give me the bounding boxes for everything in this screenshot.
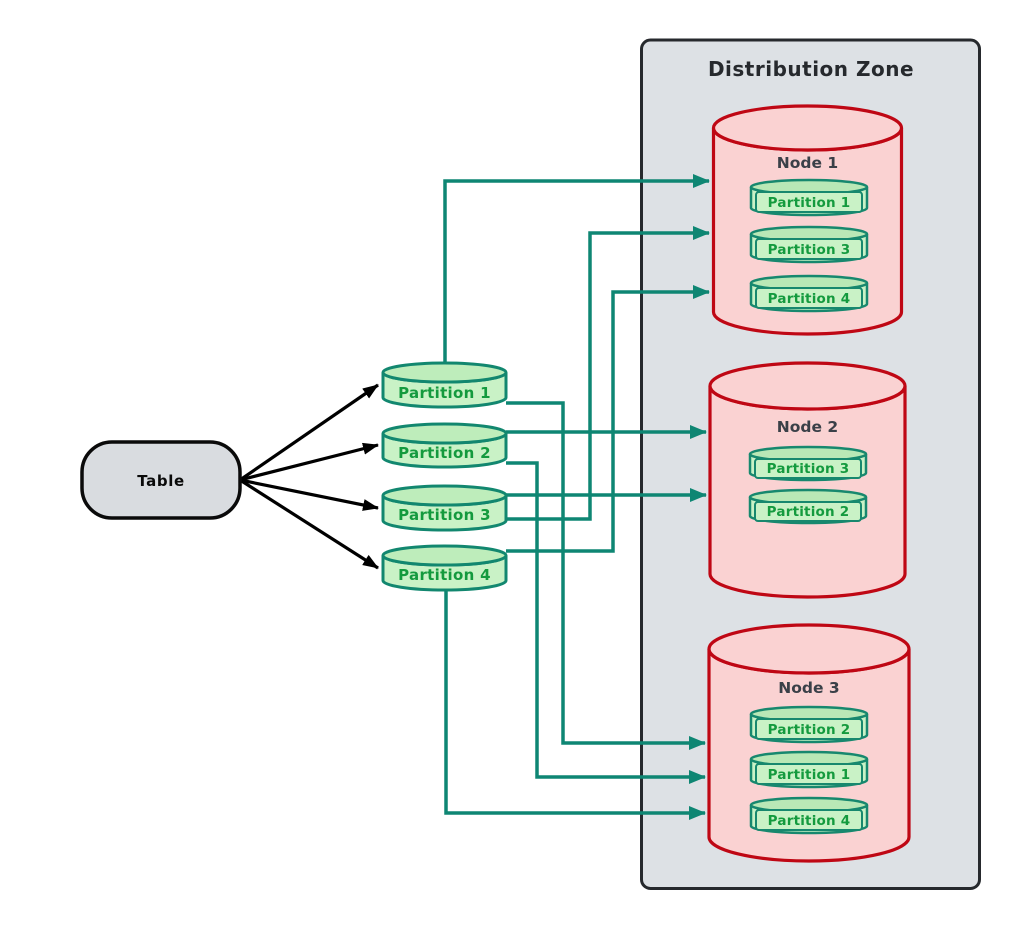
node-2: Node 2 Partition 3 Partition 2 xyxy=(708,361,907,599)
node-2-partition-replica-2: Partition 2 xyxy=(748,488,868,525)
node-2-label: Node 2 xyxy=(777,418,838,436)
edge-partition-4-node-3 xyxy=(444,590,706,820)
table-shape xyxy=(80,440,242,520)
node-3-replica-1-label: Partition 2 xyxy=(768,722,851,738)
edge-table-partition-1 xyxy=(239,383,379,482)
edge-table-partition-2 xyxy=(239,442,379,482)
edge-partition-1-node-1 xyxy=(443,174,710,364)
node-3-top xyxy=(707,623,911,675)
replica-label-box xyxy=(755,718,863,740)
replica-label-box xyxy=(755,287,863,309)
edge-partition-4-node-1 xyxy=(506,285,710,553)
edge-partition-2-node-3 xyxy=(506,461,706,784)
node-3-partition-replica-2: Partition 1 xyxy=(749,750,869,789)
partition-2-label: Partition 2 xyxy=(398,444,491,462)
node-3-partition-replica-1: Partition 2 xyxy=(749,705,869,744)
edge-table-partition-3 xyxy=(239,478,379,511)
node-1-top xyxy=(711,104,904,152)
node-1: Node 1 Partition 1 Partition 3 Partition… xyxy=(711,104,904,336)
table-label: Table xyxy=(137,472,184,490)
node-3-replica-2-label: Partition 1 xyxy=(768,767,851,783)
partition-3-label: Partition 3 xyxy=(398,506,491,524)
node-2-replica-1-label: Partition 3 xyxy=(767,461,850,477)
replica-label-box xyxy=(754,501,862,522)
edge-partition-3-node-1 xyxy=(506,226,710,521)
replica-label-box xyxy=(755,809,863,831)
table-node: Table xyxy=(80,440,242,520)
edge-table-partition-4 xyxy=(239,478,379,570)
edge-partition-1-node-3 xyxy=(506,401,706,750)
node-1-replica-2-label: Partition 3 xyxy=(768,242,851,258)
node-2-replica-2-label: Partition 2 xyxy=(767,504,850,520)
partition-to-node-edges xyxy=(443,174,710,820)
partition-cylinder-4: Partition 4 xyxy=(381,544,508,592)
table-to-partition-edges xyxy=(239,383,379,570)
partition-2-top xyxy=(381,422,508,445)
node-1-partition-replica-3: Partition 4 xyxy=(749,274,869,313)
partition-3-top xyxy=(381,484,508,507)
replica-label-box xyxy=(755,238,863,260)
partition-1-top xyxy=(381,361,508,384)
node-1-partition-replica-1: Partition 1 xyxy=(749,178,869,217)
partition-4-top xyxy=(381,544,508,567)
partition-cylinder-1: Partition 1 xyxy=(381,361,508,409)
node-3-partition-replica-3: Partition 4 xyxy=(749,796,869,835)
node-1-replica-1-label: Partition 1 xyxy=(768,195,851,211)
node-3: Node 3 Partition 2 Partition 1 Partition… xyxy=(707,623,911,863)
node-2-top xyxy=(708,361,907,411)
partition-cylinder-2: Partition 2 xyxy=(381,422,508,469)
node-1-partition-replica-2: Partition 3 xyxy=(749,225,869,264)
distribution-zone-title: Distribution Zone xyxy=(708,57,914,81)
replica-label-box xyxy=(754,458,862,479)
node-3-label: Node 3 xyxy=(778,679,839,697)
replica-label-box xyxy=(755,191,863,213)
node-3-replica-3-label: Partition 4 xyxy=(768,813,851,829)
node-2-partition-replica-1: Partition 3 xyxy=(748,445,868,482)
node-1-label: Node 1 xyxy=(777,154,838,172)
replica-label-box xyxy=(755,763,863,785)
partition-1-label: Partition 1 xyxy=(398,384,491,402)
node-1-replica-3-label: Partition 4 xyxy=(768,291,851,307)
partition-4-label: Partition 4 xyxy=(398,566,491,584)
partition-cylinder-3: Partition 3 xyxy=(381,484,508,532)
